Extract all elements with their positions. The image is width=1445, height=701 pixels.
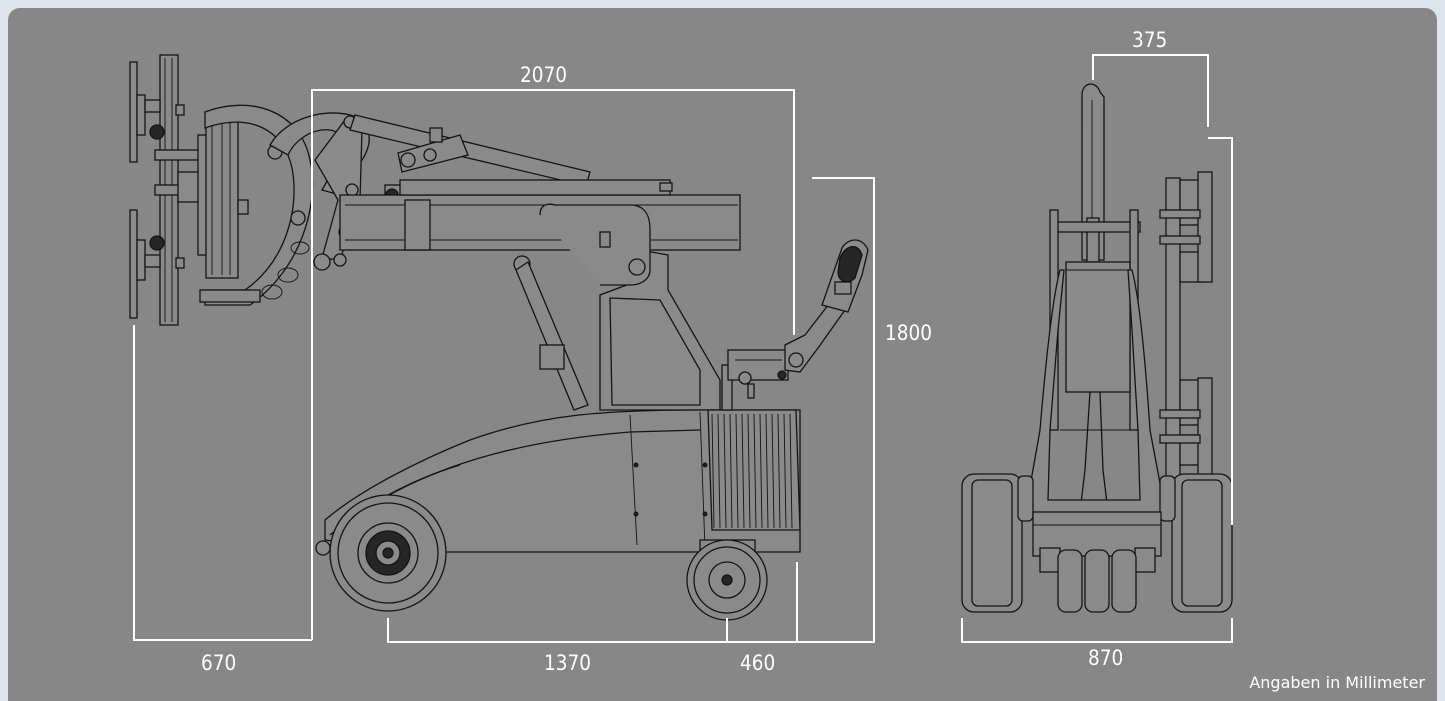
front-view bbox=[961, 83, 1233, 613]
front-vacuum-frame bbox=[1159, 171, 1213, 484]
units-note: Angaben in Millimeter bbox=[1249, 673, 1425, 692]
rear-wheel-side bbox=[686, 539, 768, 621]
dimension-lines bbox=[133, 54, 1233, 643]
vacuum-frame-side bbox=[129, 54, 249, 326]
front-wheel-side bbox=[329, 494, 447, 612]
dim-height: 1800 bbox=[885, 321, 933, 345]
main-boom bbox=[339, 179, 741, 251]
drawing-panel: 2070 670 1370 460 1800 375 870 Angaben i… bbox=[8, 8, 1437, 701]
mast bbox=[513, 203, 721, 411]
dim-front-overhang: 670 bbox=[201, 651, 237, 675]
chassis bbox=[315, 409, 801, 556]
dim-overall-length: 2070 bbox=[520, 63, 568, 87]
dim-top-width: 375 bbox=[1132, 28, 1168, 52]
control-handle bbox=[721, 239, 869, 411]
rib-lines bbox=[711, 413, 793, 529]
front-mast bbox=[1024, 83, 1167, 516]
dim-wheelbase: 1370 bbox=[544, 651, 592, 675]
dim-rear-offset: 460 bbox=[740, 651, 776, 675]
dim-track-width: 870 bbox=[1088, 646, 1124, 670]
side-view bbox=[129, 54, 869, 621]
front-wheels bbox=[961, 473, 1233, 613]
upper-cylinder bbox=[349, 114, 591, 187]
technical-drawing bbox=[129, 54, 1233, 643]
